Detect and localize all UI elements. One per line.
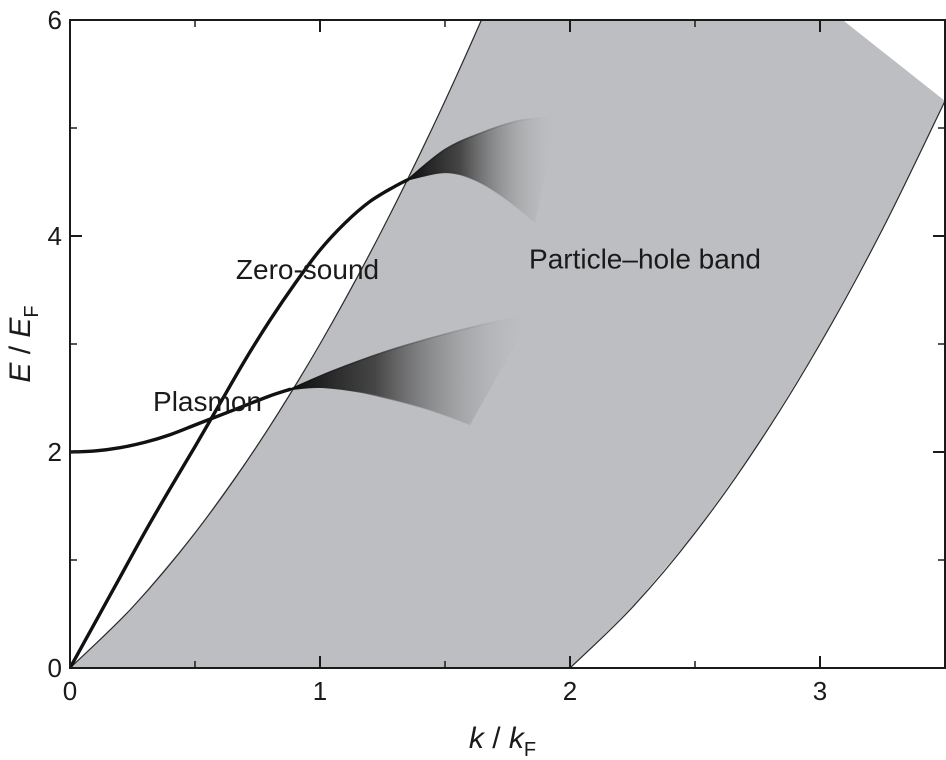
y-tick-label: 6 (48, 5, 62, 35)
tick-layer: 0 1 2 3 0 2 4 6 (48, 5, 945, 706)
band-lower-edge (569, 100, 945, 668)
y-axis-label: E / EF (4, 305, 43, 382)
y-tick-label: 0 (48, 653, 62, 683)
zero-sound-annotation: Zero-sound (236, 254, 379, 285)
x-axis-sub: F (524, 739, 536, 760)
zero-sound-curve (70, 178, 410, 668)
fan-layer (289, 116, 558, 426)
y-tick-label: 2 (48, 437, 62, 467)
plasmon-fan-edge-1 (289, 312, 533, 391)
plasmon-annotation: Plasmon (153, 386, 262, 417)
x-axis-label: k / kF (469, 722, 536, 760)
x-axis-base: k (509, 722, 526, 755)
x-axis-sep: / (484, 722, 509, 755)
y-axis-sep: / (4, 338, 37, 363)
x-axis-var: k (469, 722, 486, 755)
zero-sound-fan-edge-1 (406, 116, 558, 181)
zero-sound-damped-fan (407, 117, 558, 224)
y-axis-sub: F (21, 305, 43, 317)
plasmon-fan-edge-2 (289, 386, 471, 426)
y-tick-label: 4 (48, 221, 62, 251)
zero-sound-fan-edge-2 (407, 171, 536, 224)
x-tick-label: 3 (813, 676, 827, 706)
band-upper-edge (70, 20, 483, 668)
plasmon-curve (70, 387, 292, 454)
y-axis-base: E (4, 317, 37, 338)
y-axis-var: E (4, 362, 37, 383)
x-tick-label: 2 (563, 676, 577, 706)
x-tick-label: 1 (313, 676, 327, 706)
plasmon-damped-fan (290, 313, 533, 425)
x-tick-label: 0 (63, 676, 77, 706)
curve-layer (70, 178, 410, 668)
particle-hole-band-annotation: Particle–hole band (529, 243, 761, 274)
